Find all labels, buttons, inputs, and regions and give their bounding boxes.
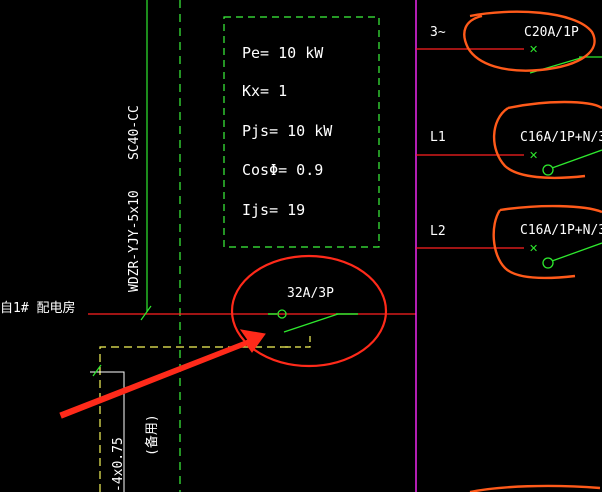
markup-circle-main-breaker: [230, 254, 388, 368]
markup-arrow-icon: [59, 329, 266, 419]
circuit-1-breaker: C20A/1P: [524, 25, 579, 40]
cable-spec-label: WDZR-YJY-5x10: [127, 190, 142, 292]
markup-scribble-circuit-2: [492, 100, 602, 180]
circuit-2-contact-icon: [542, 164, 554, 176]
parameter-box: [223, 16, 380, 248]
lower-cable-spec: -4x0.75: [111, 437, 126, 492]
markup-scribble-circuit-1: [463, 10, 596, 72]
lower-cable-note: (备用): [144, 414, 160, 456]
circuit-2-phase: L1: [430, 130, 446, 145]
breaker-bracket: [280, 336, 311, 348]
circuit-1-breaker-icon: ✕: [529, 43, 538, 56]
source-label: 自1# 配电房: [0, 300, 75, 316]
lower-cable-tick: [92, 364, 102, 377]
markup-scribble-circuit-3: [492, 204, 602, 280]
circuit-2-breaker-icon: ✕: [529, 149, 538, 162]
lower-cable-line: [90, 371, 125, 492]
cosphi-value: CosΦ= 0.9: [242, 161, 323, 179]
kx-value: Kx= 1: [242, 82, 287, 100]
pjs-value: Pjs= 10 kW: [242, 122, 333, 140]
circuit-3-breaker: C16A/1P+N/3: [520, 223, 602, 238]
conduit-spec-label: SC40-CC: [127, 105, 142, 160]
lower-dashed-box: [99, 346, 292, 492]
circuit-3-contact-icon: [542, 257, 554, 269]
ijs-value: Ijs= 19: [242, 201, 305, 219]
main-breaker-blade: [283, 313, 339, 333]
circuit-3-breaker-icon: ✕: [529, 242, 538, 255]
circuit-1-phase: 3~: [430, 25, 446, 40]
circuit-3-phase: L2: [430, 224, 446, 239]
circuit-2-breaker: C16A/1P+N/3: [520, 130, 602, 145]
pe-value: Pe= 10 kW: [242, 44, 324, 62]
markup-scribble-bottom: [469, 484, 601, 492]
main-breaker-contact-icon: [277, 309, 287, 319]
cable-tick: [140, 305, 152, 321]
main-breaker-rating: 32A/3P: [287, 286, 334, 301]
circuit-3-blade: [551, 242, 602, 262]
circuit-2-blade: [551, 149, 602, 169]
